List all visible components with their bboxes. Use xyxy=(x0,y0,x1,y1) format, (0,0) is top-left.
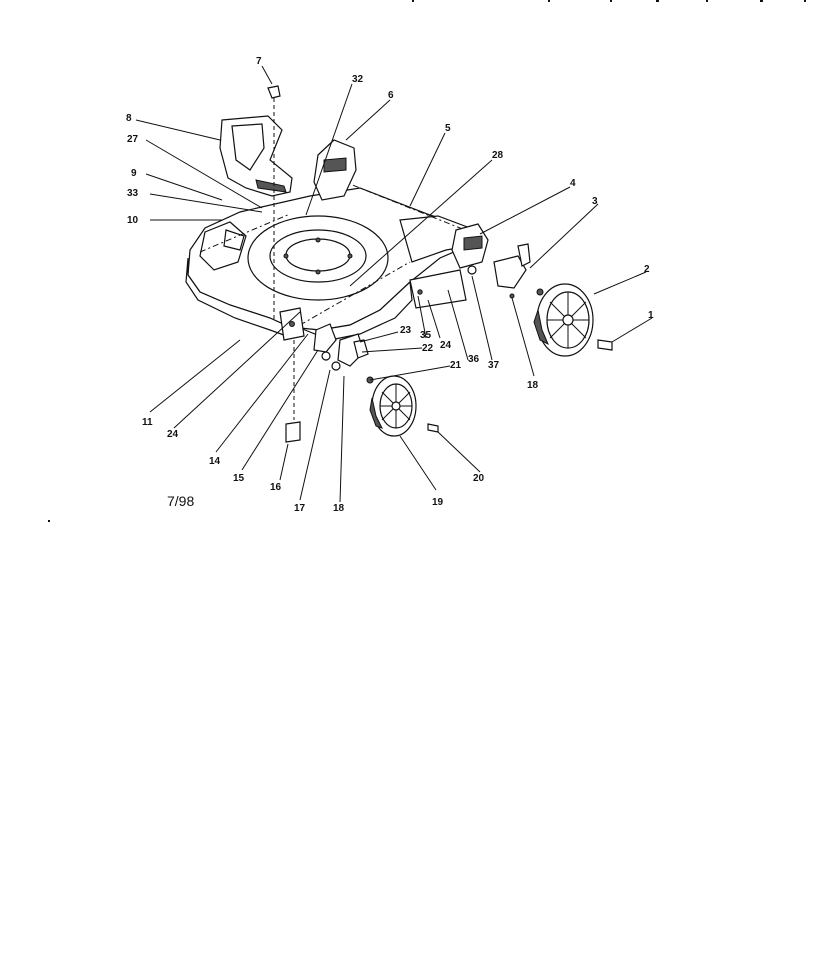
callout-37: 37 xyxy=(488,360,500,371)
callout-33: 33 xyxy=(127,188,139,199)
callout-18-left: 18 xyxy=(333,503,345,514)
mower-deck xyxy=(185,179,471,341)
rear-door xyxy=(313,139,357,201)
callout-20: 20 xyxy=(473,473,485,484)
callout-7: 7 xyxy=(256,56,262,67)
callout-32: 32 xyxy=(352,74,364,85)
callout-24-left: 24 xyxy=(167,429,179,440)
callout-22: 22 xyxy=(422,343,434,354)
callout-24-right: 24 xyxy=(440,340,452,351)
callout-2: 2 xyxy=(644,264,650,275)
callout-23: 23 xyxy=(400,325,412,336)
callout-14: 14 xyxy=(209,456,221,467)
callout-15: 15 xyxy=(233,473,245,484)
callout-5: 5 xyxy=(445,123,451,134)
knob xyxy=(267,85,281,320)
callout-10: 10 xyxy=(127,215,139,226)
rear-chute xyxy=(219,115,293,197)
callout-36: 36 xyxy=(468,354,480,365)
scan-specks xyxy=(48,0,806,522)
callout-27: 27 xyxy=(127,134,139,145)
callout-4: 4 xyxy=(570,178,576,189)
leader-lines xyxy=(135,65,653,503)
callout-19: 19 xyxy=(432,497,444,508)
callout-16: 16 xyxy=(270,482,282,493)
callout-9: 9 xyxy=(131,168,137,179)
callout-35: 35 xyxy=(420,330,432,341)
height-adjuster-rear xyxy=(451,223,489,275)
lower-bracket xyxy=(285,340,301,443)
callout-21: 21 xyxy=(450,360,462,371)
callout-17: 17 xyxy=(294,503,306,514)
callout-labels: 7 32 6 8 27 5 28 9 33 10 4 3 2 1 23 35 2… xyxy=(126,56,654,514)
adjuster-lever xyxy=(493,243,544,299)
callout-6: 6 xyxy=(388,90,394,101)
front-adjuster xyxy=(313,323,374,384)
callout-8: 8 xyxy=(126,113,132,124)
date-code: 7/98 xyxy=(167,493,194,509)
front-wheel xyxy=(369,375,439,437)
rear-wheel xyxy=(533,283,613,357)
callout-28: 28 xyxy=(492,150,504,161)
callout-11: 11 xyxy=(142,417,153,428)
callout-1: 1 xyxy=(648,310,654,321)
callout-3: 3 xyxy=(592,196,598,207)
callout-18-right: 18 xyxy=(527,380,539,391)
